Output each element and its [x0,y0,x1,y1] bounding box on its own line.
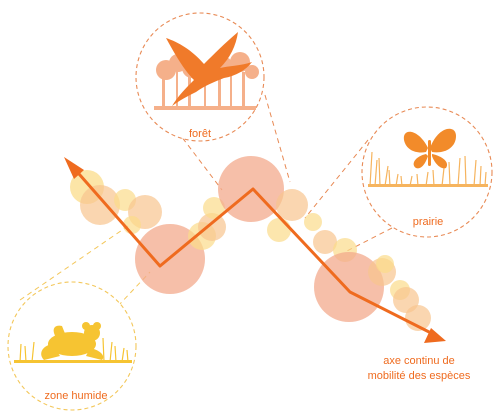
bubble [276,189,308,221]
habitat-label-foret: forêt [189,128,211,140]
grass-ground [368,184,488,187]
axis-label-line2: mobilité des espèces [368,370,471,382]
habitat-foret: forêt [136,13,264,141]
habitat-zone-humide: zone humide [8,282,136,410]
habitat-label-zone-humide: zone humide [45,390,108,402]
water-line [14,360,132,363]
habitat-prairie: prairie [362,107,492,237]
bubble [80,185,120,225]
axis-caption: axe continu de mobilité des espèces [368,355,471,382]
connector-prairie-top [305,140,368,218]
bubble [267,218,291,242]
axis-label-line1: axe continu de [383,355,455,367]
habitat-label-prairie: prairie [413,216,444,228]
bubble [304,213,322,231]
bubble [376,255,394,273]
